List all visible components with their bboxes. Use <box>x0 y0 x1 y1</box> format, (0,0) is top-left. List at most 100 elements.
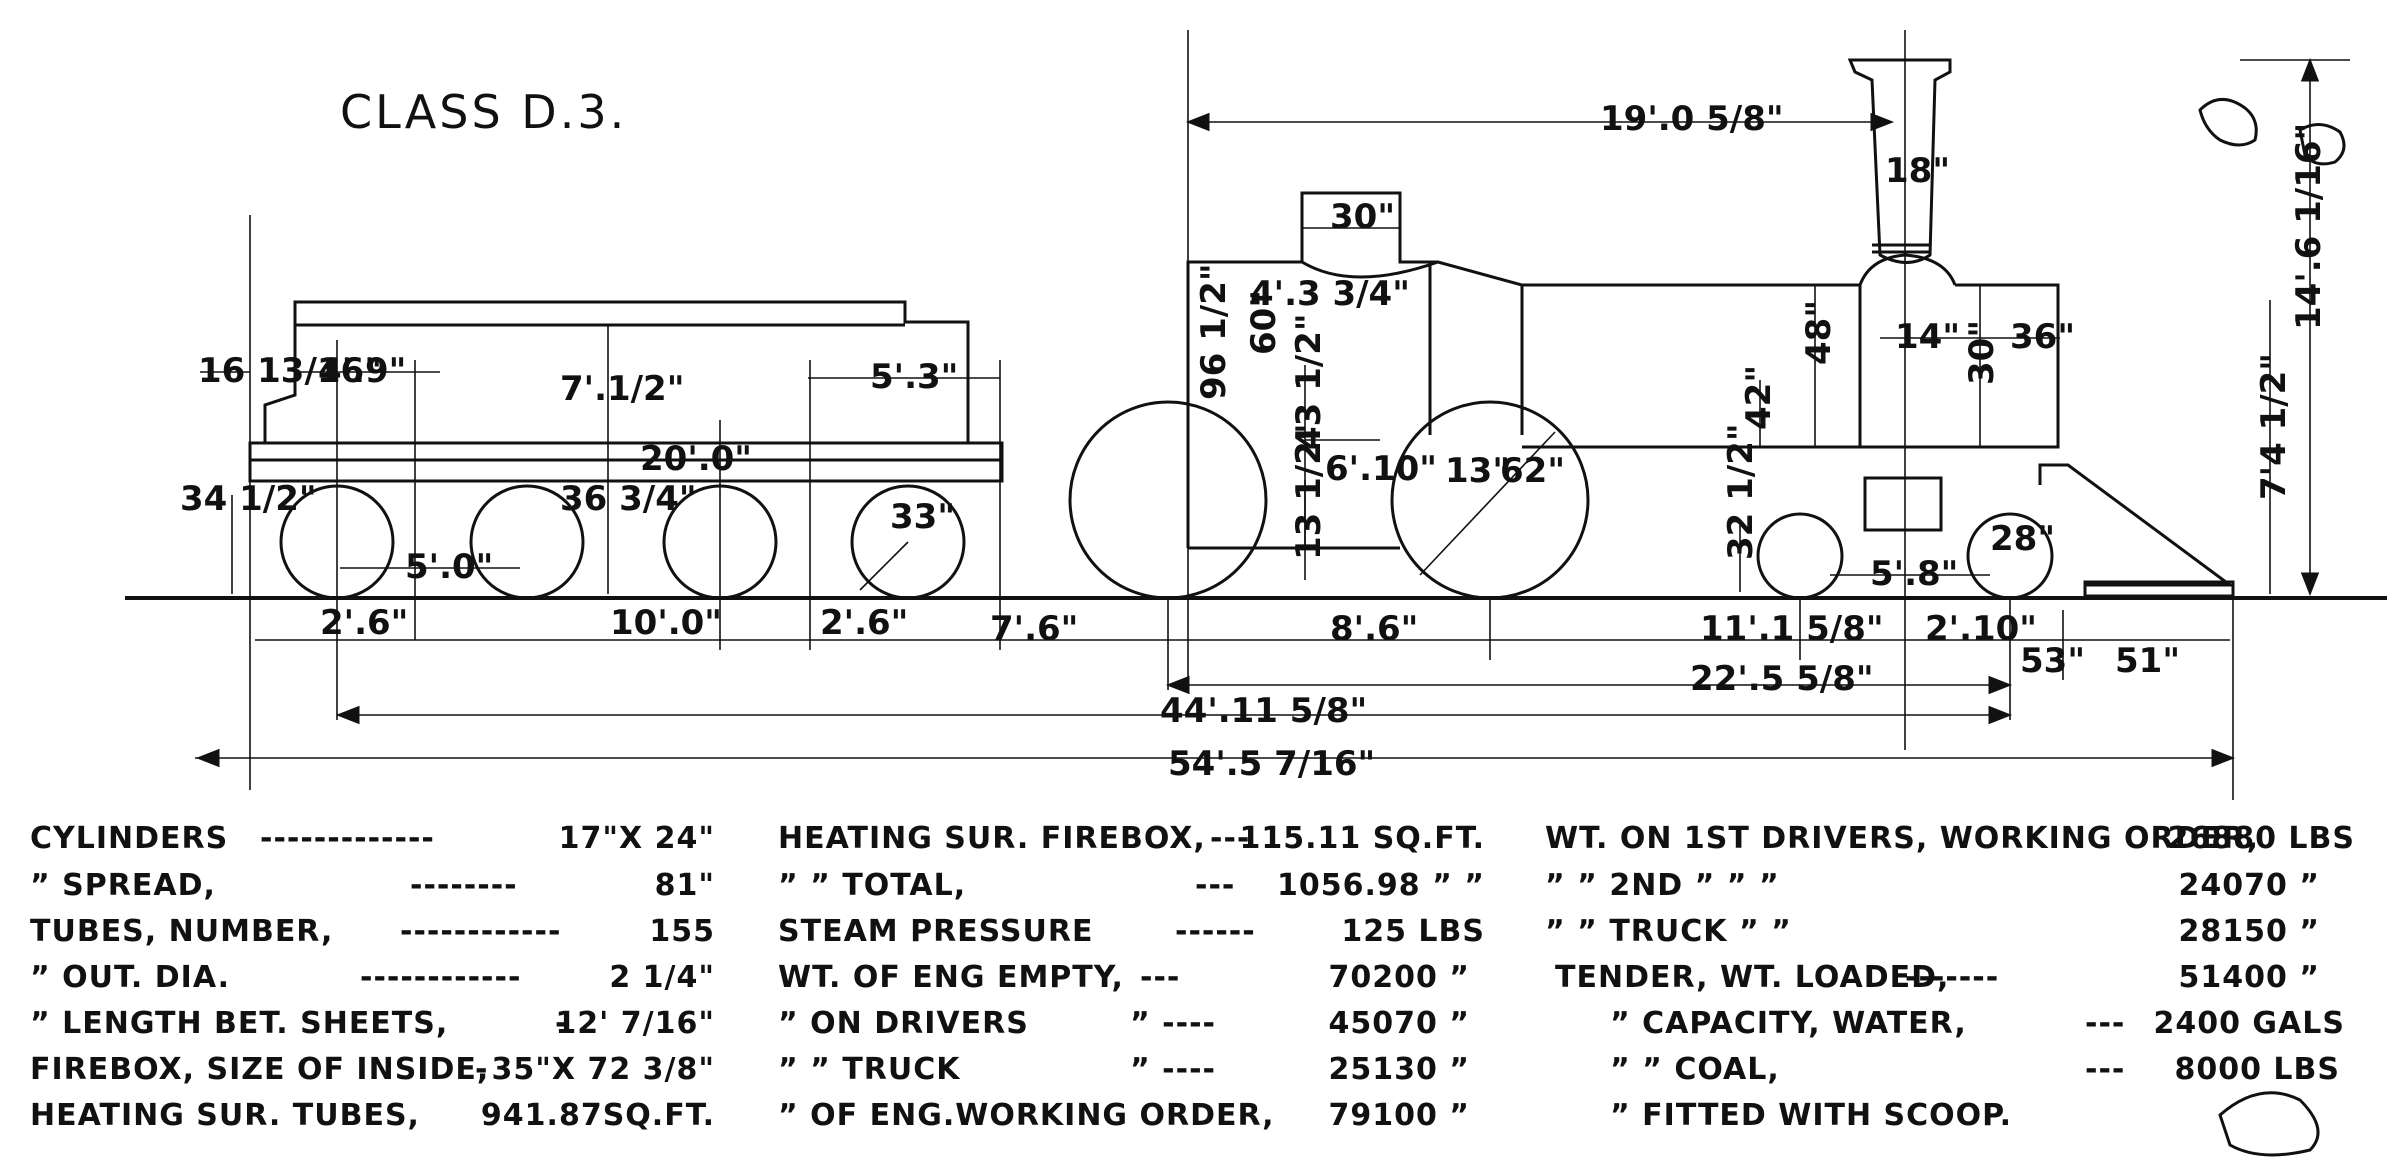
spec-leader: --- <box>2085 1052 2125 1087</box>
spec-label: WT. OF ENG EMPTY, <box>778 960 1124 995</box>
spec-label: HEATING SUR. TUBES, <box>30 1098 420 1133</box>
pilot <box>2038 463 2235 587</box>
spec-leader: ------------- <box>260 821 435 856</box>
dim-label: 32 1/2" <box>1721 423 1761 560</box>
spec-label: ” ON DRIVERS <box>778 1006 1029 1041</box>
ink-blot <box>2218 1091 2320 1157</box>
tender-wheel-radius <box>859 541 909 591</box>
dim-label: 5'.0" <box>405 547 493 587</box>
spec-value: 2400 GALS <box>2153 1006 2345 1041</box>
dimension-lines <box>195 30 2350 800</box>
spec-column-3: WT. ON 1ST DRIVERS, WORKING ORDER, 26880… <box>1545 821 2354 1133</box>
dim-label: 60" <box>1244 290 1284 355</box>
dim-label: 7'.6" <box>990 609 1078 649</box>
spec-leader: - <box>555 1006 568 1041</box>
dim-label: 62" <box>1500 451 1565 491</box>
spec-value: 35"X 72 3/8" <box>492 1052 715 1087</box>
dim-label: 14" <box>1895 317 1960 357</box>
driver-wheel-radius <box>1419 431 1556 576</box>
spec-column-2: HEATING SUR. FIREBOX, --- 115.11 SQ.FT. … <box>778 821 1485 1133</box>
spec-value: 25130 ” <box>1328 1052 1470 1087</box>
spec-label: TENDER, WT. LOADED, <box>1555 960 1949 995</box>
spec-label: ” SPREAD, <box>30 868 216 903</box>
spec-label: HEATING SUR. FIREBOX, <box>778 821 1206 856</box>
spec-value: 28150 ” <box>2178 914 2320 949</box>
spec-label: ” FITTED WITH SCOOP. <box>1610 1098 2012 1133</box>
spec-label: STEAM PRESSURE <box>778 914 1093 949</box>
dim-label: 6'.10" <box>1325 449 1437 489</box>
dim-label: 4'.9" <box>318 351 406 391</box>
spec-value: 81" <box>655 868 715 903</box>
dim-label: 5'.8" <box>1870 554 1958 594</box>
driver-wheel <box>1390 400 1590 600</box>
spec-value: 941.87SQ.FT. <box>481 1098 715 1133</box>
spec-label: ” ” 2ND ” ” ” <box>1545 868 1780 903</box>
spec-leader: ” ---- <box>1130 1006 1216 1041</box>
spec-leader: - <box>475 1052 488 1087</box>
dim-label: 36 3/4" <box>560 479 697 519</box>
dim-label: 4'.3 3/4" <box>1250 274 1410 314</box>
dim-label: 53" <box>2020 641 2085 681</box>
spec-label: ” ” COAL, <box>1610 1052 1780 1087</box>
dim-label: 2'.6" <box>320 603 408 643</box>
spec-leader: --- <box>2085 1006 2125 1041</box>
spec-leader: ------ <box>1175 914 1256 949</box>
driver-wheel <box>1068 400 1268 600</box>
tender <box>248 300 1004 600</box>
spec-label: ” OF ENG.WORKING ORDER, <box>778 1098 1275 1133</box>
dim-label: 16 13/16" <box>198 351 382 391</box>
dim-label: 34 1/2" <box>180 479 317 519</box>
spec-value: 45070 ” <box>1328 1006 1470 1041</box>
dim-label: 36" <box>2010 317 2075 357</box>
tender-wheel <box>850 484 966 600</box>
smokebox <box>1860 283 2060 449</box>
truck-wheel <box>1756 512 1844 600</box>
spec-leader: --- <box>1140 960 1180 995</box>
spec-value: 24070 ” <box>2178 868 2320 903</box>
dim-label: 18" <box>1885 151 1950 191</box>
dim-label: 96 1/2" <box>1194 263 1234 400</box>
spec-label: FIREBOX, SIZE OF INSIDE, <box>30 1052 489 1087</box>
spec-value: 155 <box>649 914 715 949</box>
spec-label: CYLINDERS <box>30 821 228 856</box>
spec-leader: ------------ <box>400 914 561 949</box>
dim-label: 19'.0 5/8" <box>1600 99 1784 139</box>
spec-table: CYLINDERS ------------- 17"X 24" ” SPREA… <box>30 821 2354 1133</box>
dim-label: 30" <box>1330 197 1395 237</box>
spec-leader: --- <box>1210 821 1250 856</box>
ink-blot <box>2198 98 2258 147</box>
tender-tank <box>263 300 970 443</box>
spec-value: 2 1/4" <box>609 960 715 995</box>
spec-label: ” LENGTH BET. SHEETS, <box>30 1006 448 1041</box>
dim-label: 28" <box>1990 519 2055 559</box>
spec-value: 12' 7/16" <box>555 1006 715 1041</box>
spec-label: ” ” TOTAL, <box>778 868 966 903</box>
dim-label: 13 1/2" <box>1289 423 1329 560</box>
spec-value: 79100 ” <box>1328 1098 1470 1133</box>
spec-label: ” ” TRUCK ” ” <box>1545 914 1792 949</box>
dim-label: 22'.5 5/8" <box>1690 659 1874 699</box>
tender-wheel <box>469 484 585 600</box>
stack-base <box>1858 253 1957 286</box>
dim-label: 7'.1/2" <box>560 369 684 409</box>
dim-label: 5'.3" <box>870 357 958 397</box>
cylinder <box>1863 476 1943 532</box>
dim-label: 7'4 1/2" <box>2254 353 2294 500</box>
spec-value: 8000 LBS <box>2174 1052 2340 1087</box>
dim-label: 2'.6" <box>820 603 908 643</box>
dim-label: 8'.6" <box>1330 609 1418 649</box>
spec-leader: ------- <box>1905 960 1999 995</box>
dim-label: 33" <box>890 497 955 537</box>
spec-value: 1056.98 ” ” <box>1277 868 1485 903</box>
spec-value: 125 LBS <box>1341 914 1485 949</box>
dim-label: 51" <box>2115 641 2180 681</box>
spec-leader: ” ---- <box>1130 1052 1216 1087</box>
spec-leader: --- <box>1195 868 1235 903</box>
spec-label: WT. ON 1ST DRIVERS, WORKING ORDER, <box>1545 821 2259 856</box>
dimension-labels: 16 13/16" 4'.9" 7'.1/2" 5'.3" 20'.0" 34 … <box>180 99 2329 784</box>
smokestack <box>1847 58 1952 264</box>
cab <box>1186 191 1524 548</box>
spec-value: 17"X 24" <box>559 821 715 856</box>
dim-label: 54'.5 7/16" <box>1168 744 1375 784</box>
